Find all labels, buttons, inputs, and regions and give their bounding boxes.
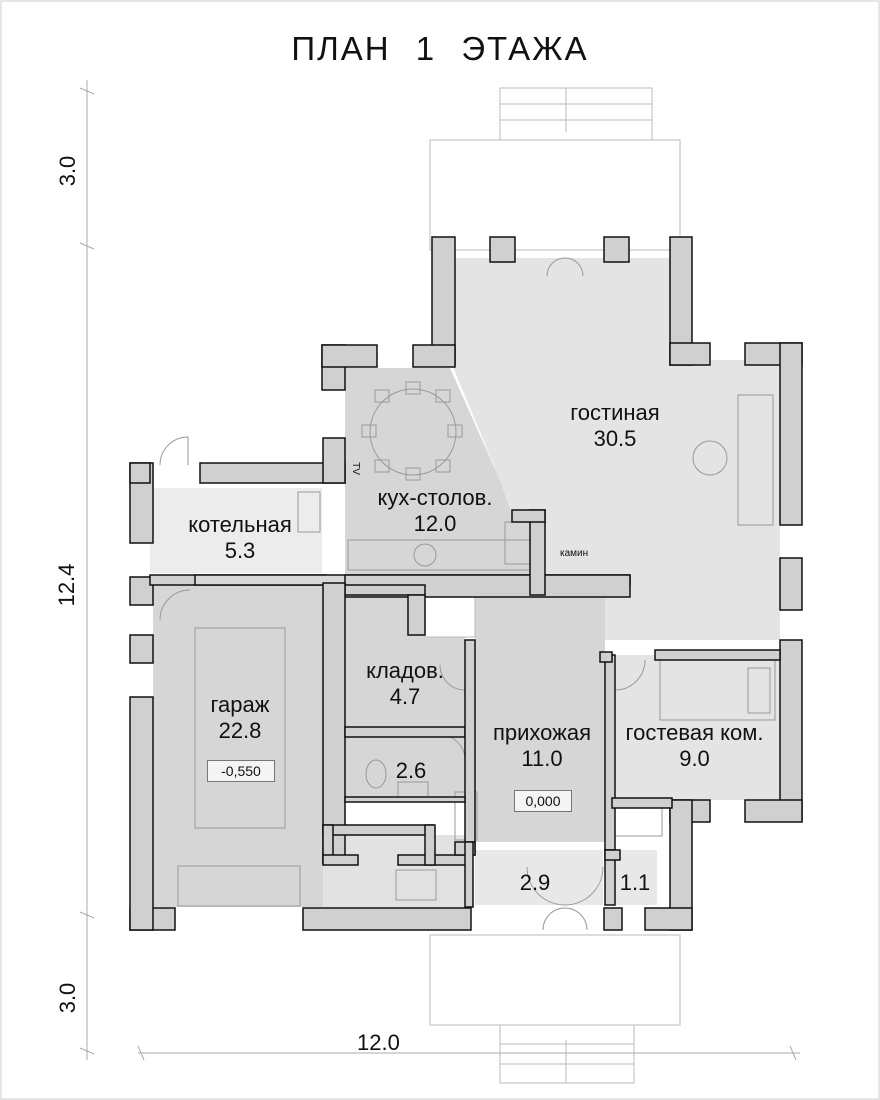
floor-guest-room [612,655,780,800]
dimension-top-porch: 3.0 [55,155,80,187]
walls [129,236,803,931]
dimension-height: 12.4 [54,563,79,607]
garage-level-mark: -0,550 [207,760,275,782]
floor-living-room [450,258,780,640]
porch-bottom [429,934,681,1084]
page-title: ПЛАН 1 ЭТАЖА [291,30,589,67]
fireplace-label: камин [560,548,589,559]
floors [150,258,780,907]
dimension-lines [79,80,800,1061]
room-label-kitchen: кух-столов.12.0 [377,485,493,536]
dimension-bottom-porch: 3.0 [55,982,80,1014]
floor-wc [345,737,465,802]
room-label-small-room: 1.1 [619,870,651,895]
dining-table [369,388,457,476]
room-label-guest-room: гостевая ком.9.0 [625,720,764,771]
hall-level-mark: 0,000 [514,790,572,812]
porch-top [429,87,681,251]
room-label-vestibule: 2.9 [519,870,551,895]
floor-boiler-room [150,488,322,573]
floor-vestibule [475,850,603,905]
room-label-wc: 2.6 [395,758,427,783]
room-label-storage: кладов.4.7 [366,658,444,709]
floor-garage [153,585,323,907]
dimension-width: 12.0 [357,1030,400,1055]
tv-label: TV [349,462,361,475]
